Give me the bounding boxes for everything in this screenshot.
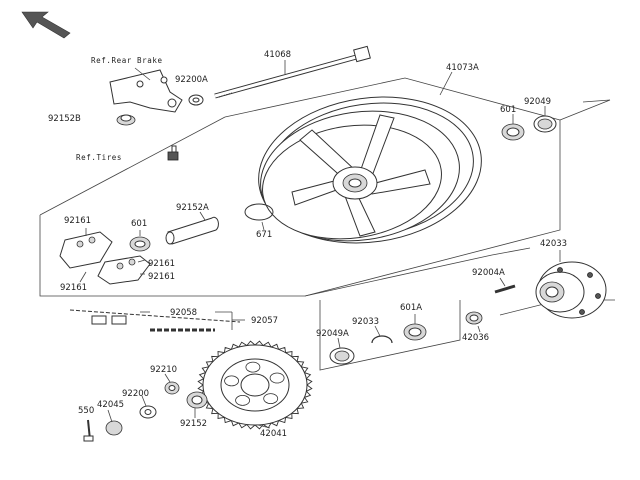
seal-92049	[533, 106, 557, 133]
circlip-92033	[371, 325, 393, 344]
callout-41073A: 41073A	[446, 63, 479, 73]
rear-sprocket-42041	[197, 340, 313, 430]
sprocket-hole	[235, 394, 251, 406]
sprocket-hole	[269, 372, 285, 384]
collar-42036	[465, 311, 483, 333]
bearing-601-top	[501, 114, 525, 141]
drive-chain-92057	[69, 309, 245, 332]
front-arrow-icon	[21, 11, 71, 39]
callout-550: 550	[78, 406, 94, 416]
sprocket-hole	[224, 375, 240, 387]
callout-42041: 42041	[260, 429, 287, 439]
callout-92152B: 92152B	[48, 114, 81, 124]
sprocket-hole	[245, 361, 261, 373]
callout-92058: 92058	[170, 308, 197, 318]
nut-42045	[105, 409, 123, 436]
callout-42045: 42045	[97, 400, 124, 410]
collar-92152	[186, 391, 208, 418]
callout-92200A: 92200A	[175, 75, 208, 85]
callout-601-mid: 601	[131, 219, 147, 229]
washer-92200A	[188, 94, 204, 106]
callout-92210: 92210	[150, 365, 177, 375]
axle-41068	[214, 45, 371, 99]
bearing-601-mid	[129, 230, 151, 252]
collar-92152B	[116, 114, 136, 126]
ref-tires-label: Ref.Tires	[76, 153, 122, 162]
callout-601-top: 601	[500, 105, 516, 115]
sleeve-92152A	[165, 211, 219, 245]
damper-92161-set	[59, 228, 151, 285]
bearing-601A	[403, 314, 427, 341]
callout-671: 671	[256, 230, 272, 240]
bolt-550	[83, 419, 94, 442]
callout-92152A: 92152A	[176, 203, 209, 213]
ref-rear-brake-label: Ref.Rear Brake	[91, 56, 163, 65]
callout-601A: 601A	[400, 303, 422, 313]
callout-92049A: 92049A	[316, 329, 349, 339]
brake-bracket	[109, 67, 183, 113]
collar-92210	[164, 373, 180, 395]
callout-92033: 92033	[352, 317, 379, 327]
oring-671	[244, 203, 274, 231]
callout-92152: 92152	[180, 419, 207, 429]
callout-42033: 42033	[540, 239, 567, 249]
callout-92161-b: 92161	[148, 259, 175, 269]
callout-41068: 41068	[264, 50, 291, 60]
callout-92004A: 92004A	[472, 268, 505, 278]
tire-valve	[167, 145, 179, 161]
seal-92049A	[329, 337, 355, 365]
wheel-frame-box	[39, 77, 611, 297]
sprocket-hub-42033	[535, 250, 607, 319]
callout-92057: 92057	[251, 316, 278, 326]
callout-92161-a: 92161	[64, 216, 91, 226]
callout-42036: 42036	[462, 333, 489, 343]
sprocket-hole	[263, 393, 279, 405]
stud-92004A	[494, 277, 516, 294]
callout-92200: 92200	[122, 389, 149, 399]
rear-wheel-41073A	[258, 71, 482, 244]
callout-92161-d: 92161	[60, 283, 87, 293]
callout-92161-c: 92161	[148, 272, 175, 282]
callout-92049: 92049	[524, 97, 551, 107]
washer-92200	[139, 395, 157, 419]
